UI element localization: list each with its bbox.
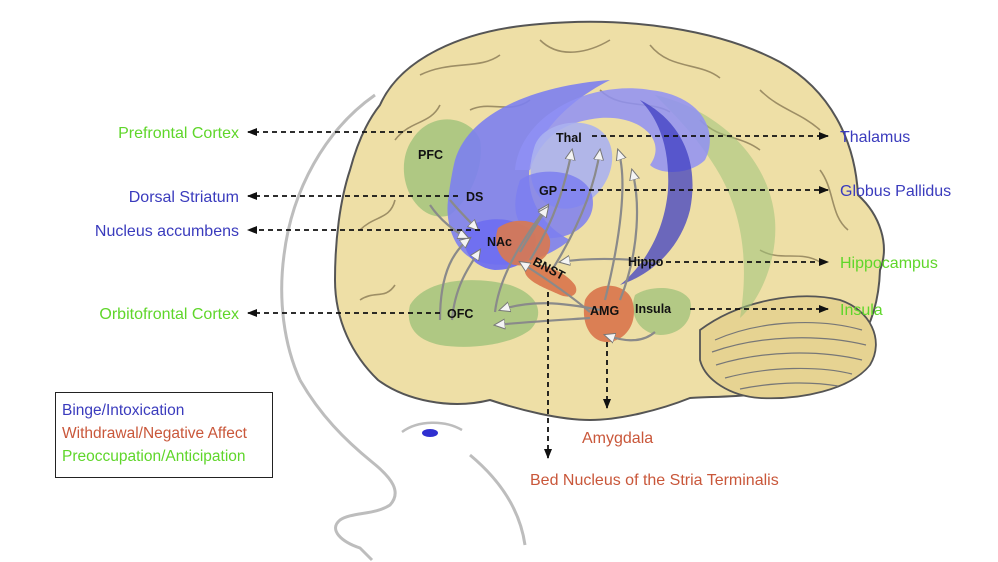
label-insula: Insula [840,302,883,319]
pfc-abbr: PFC [418,148,443,162]
label-dorsal-striatum: Dorsal Striatum [129,189,239,206]
amg-abbr: AMG [590,304,619,318]
ofc-abbr: OFC [447,307,473,321]
label-orbitofrontal-cortex: Orbitofrontal Cortex [99,306,239,323]
label-amygdala: Amygdala [582,430,653,447]
label-nucleus-accumbens: Nucleus accumbens [95,223,239,240]
thal-abbr: Thal [556,131,582,145]
hippo-abbr: Hippo [628,255,664,269]
legend-binge: Binge/Intoxication [62,399,272,422]
gp-abbr: GP [539,184,557,198]
label-thalamus: Thalamus [840,129,910,146]
legend-preoccupation: Preoccupation/Anticipation [62,445,272,468]
ds-abbr: DS [466,190,483,204]
legend-withdrawal: Withdrawal/Negative Affect [62,422,272,445]
label-hippocampus: Hippocampus [840,255,938,272]
legend: Binge/Intoxication Withdrawal/Negative A… [55,392,273,478]
label-prefrontal-cortex: Prefrontal Cortex [118,125,239,142]
label-bnst: Bed Nucleus of the Stria Terminalis [530,472,779,489]
nac-abbr: NAc [487,235,512,249]
label-globus-pallidus: Globus Pallidus [840,183,951,200]
eye [402,423,462,437]
brain-outline [335,22,884,420]
insula-abbr: Insula [635,302,672,316]
